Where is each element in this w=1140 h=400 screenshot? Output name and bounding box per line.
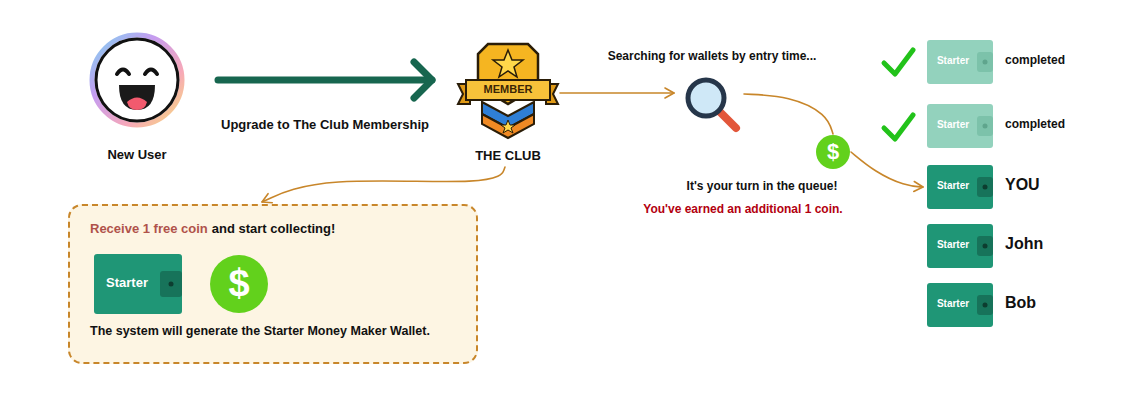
- wallet-node: Startercompleted: [927, 104, 993, 148]
- star: [493, 50, 523, 77]
- note-label: You've earned an additional 1 coin.: [640, 203, 845, 217]
- lens: [688, 80, 724, 116]
- connector: [560, 92, 674, 94]
- mouth: [119, 85, 155, 110]
- coin: [210, 255, 268, 313]
- badge-node: MEMBER THE CLUB: [458, 36, 558, 166]
- clasp-dot: [983, 60, 988, 65]
- tongue: [127, 98, 147, 111]
- check-mark: [884, 115, 913, 139]
- connector: [744, 94, 833, 134]
- node-text: MEMBER: [458, 83, 558, 96]
- wallet-clasp: [977, 116, 993, 136]
- node-text: Starter: [927, 298, 979, 310]
- eyes: [117, 70, 157, 75]
- wallet-clasp: [977, 295, 993, 315]
- check-mark: [884, 50, 913, 74]
- node-text: Receive 1 free coin: [90, 222, 208, 237]
- wallet-node: Startercompleted: [927, 40, 993, 84]
- node-subtext: completed: [1005, 54, 1065, 68]
- node-text: $: [209, 262, 269, 306]
- star: [501, 120, 515, 133]
- node-text: Searching for wallets by entry time...: [608, 50, 817, 64]
- note-label: It's your turn in the queue!: [684, 180, 841, 194]
- node-text: Starter: [927, 180, 979, 192]
- clasp-dot: [983, 185, 988, 190]
- panel-node: Receive 1 free coin and start collecting!…: [68, 204, 478, 364]
- wallet-body: [927, 165, 993, 209]
- node-text: $: [815, 139, 851, 164]
- wallet-node: StarterYOU: [927, 165, 993, 209]
- wallet-body: [927, 40, 993, 84]
- glass-icon: [680, 72, 744, 132]
- wallet-clasp: [977, 52, 993, 72]
- clasp-dot: [169, 282, 174, 287]
- clasp-dot: [983, 124, 988, 129]
- node-subtext: completed: [1005, 118, 1065, 132]
- node-subtext: and start collecting!: [212, 222, 336, 237]
- wallet-body: [927, 224, 993, 268]
- wallet-body: [927, 104, 993, 148]
- glass-node: Searching for wallets by entry time...: [680, 72, 744, 132]
- wallet-body: [94, 254, 182, 314]
- clasp-dot: [983, 303, 988, 308]
- coin-node: $: [209, 254, 269, 314]
- coin-node: $: [815, 134, 851, 170]
- wallet-node: Starter: [94, 254, 182, 314]
- smiley-node: New User: [88, 32, 186, 167]
- node-text: Starter: [927, 119, 979, 131]
- smiley-icon: [88, 32, 186, 167]
- wallet-node: StarterBob: [927, 283, 993, 327]
- clasp-dot: [983, 244, 988, 249]
- wallet-body: [927, 283, 993, 327]
- connector: [218, 77, 432, 84]
- node-subtext: THE CLUB: [458, 149, 558, 164]
- edge-label: Upgrade to The Club Membership: [218, 118, 432, 133]
- node-subtext: The system will generate the Starter Mon…: [90, 324, 430, 338]
- connector: [851, 152, 923, 187]
- handle: [719, 111, 736, 128]
- wallet-clasp: [160, 271, 182, 297]
- node-subtext: Bob: [1005, 294, 1036, 312]
- node-text: New User: [88, 148, 186, 163]
- node-text: Starter: [927, 55, 979, 67]
- face-ring: [92, 35, 182, 125]
- badge-icon: [458, 36, 558, 166]
- node-text: Starter: [927, 239, 979, 251]
- chevron: [482, 114, 534, 138]
- connector: [262, 167, 505, 202]
- wallet-clasp: [977, 236, 993, 256]
- node-subtext: YOU: [1005, 176, 1040, 194]
- wallet-node: StarterJohn: [927, 224, 993, 268]
- node-subtext: John: [1005, 235, 1043, 253]
- face: [96, 39, 178, 121]
- node-text: Starter: [94, 276, 160, 291]
- coin: [816, 135, 850, 169]
- wallet-clasp: [977, 177, 993, 197]
